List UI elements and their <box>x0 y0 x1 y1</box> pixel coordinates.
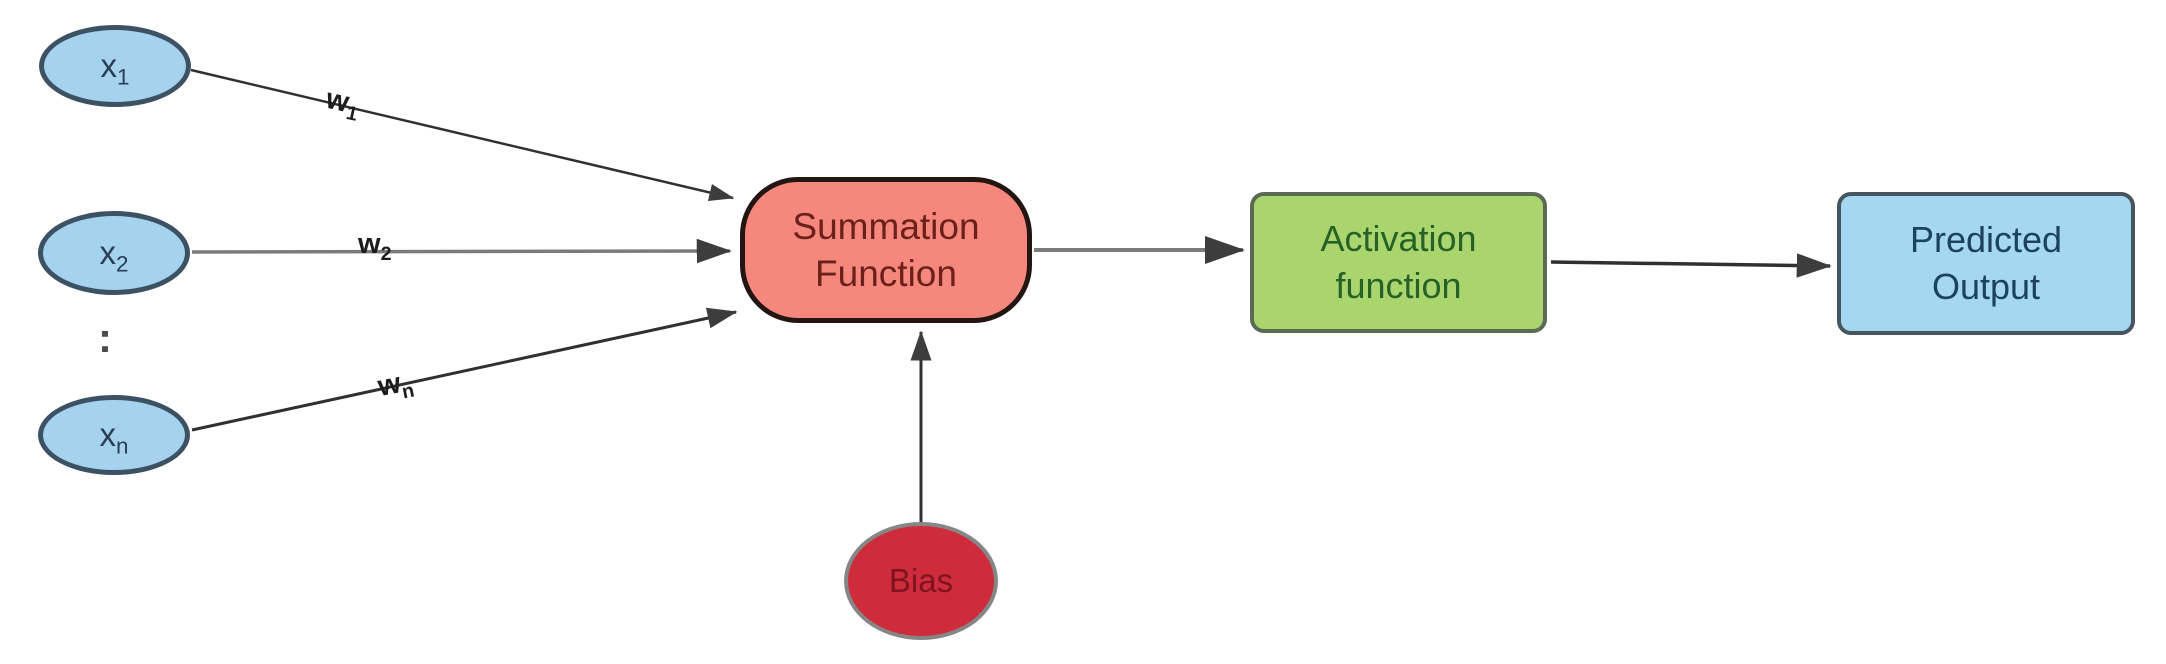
summation-function-label: Summation Function <box>792 203 979 298</box>
node-input-x1-label: x1 <box>100 47 130 88</box>
weight-label-w2: w2 <box>358 228 392 264</box>
vertical-ellipsis: : <box>98 314 112 361</box>
activation-label-line1: Activation <box>1320 218 1477 260</box>
node-input-x2-label: x2 <box>99 234 129 275</box>
node-predicted-output: Predicted Output <box>1837 192 2135 335</box>
xn-subscript-text: n <box>116 433 129 459</box>
predicted-label-line2: Output <box>1931 265 2041 307</box>
x2-base-text: x <box>99 234 117 271</box>
node-bias: Bias <box>844 522 998 640</box>
activation-function-label: Activation function <box>1320 216 1476 308</box>
summation-label-line1: Summation <box>792 205 980 247</box>
summation-label-line2: Function <box>815 253 957 294</box>
wn-base-text: w <box>375 367 404 404</box>
x1-base-text: x <box>100 47 118 84</box>
node-input-xn: xn <box>38 395 190 475</box>
node-input-x1: x1 <box>39 25 191 107</box>
node-summation-function: Summation Function <box>740 177 1032 323</box>
weight-label-w1: w1 <box>323 83 363 126</box>
edge-x1-to-summation <box>190 68 735 202</box>
x1-subscript-text: 1 <box>117 64 130 90</box>
predicted-output-label: Predicted Output <box>1910 217 2062 309</box>
x2-subscript-text: 2 <box>116 251 129 277</box>
activation-label-line2: function <box>1335 264 1462 306</box>
xn-base-text: x <box>99 416 117 453</box>
w2-subscript-text: 2 <box>380 242 392 265</box>
weight-label-wn: wn <box>375 365 416 404</box>
edge-activation-to-predicted <box>1550 253 1832 278</box>
w2-base-text: w <box>358 228 381 260</box>
node-input-x2: x2 <box>38 211 190 295</box>
bias-label: Bias <box>888 562 954 599</box>
node-activation-function: Activation function <box>1250 192 1547 333</box>
edge-xn-to-summation <box>191 307 738 432</box>
node-input-xn-label: xn <box>99 416 129 457</box>
predicted-label-line1: Predicted <box>1909 219 2063 261</box>
edge-x2-to-summation <box>191 238 732 264</box>
